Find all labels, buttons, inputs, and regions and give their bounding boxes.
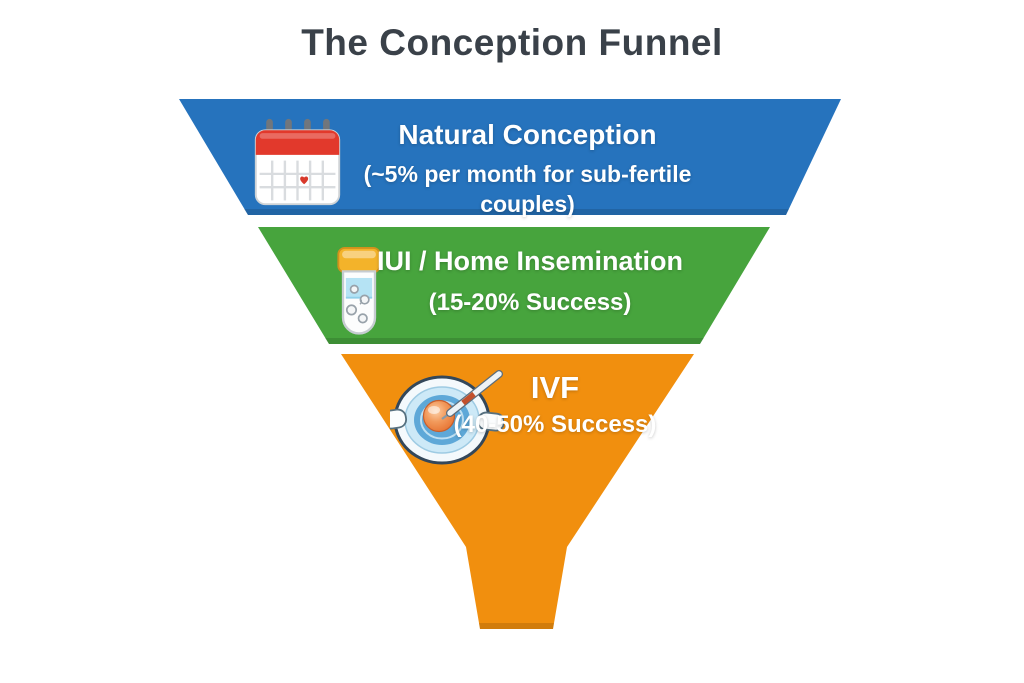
- funnel-tier-natural-conception-shape: [179, 99, 841, 215]
- page-title: The Conception Funnel: [301, 22, 723, 63]
- funnel-tier-iui-shape: [258, 227, 770, 344]
- tier-natural-conception-label: Natural Conception: [398, 119, 657, 150]
- tier-natural-conception-text: Natural Conception (~5% per month for su…: [330, 116, 725, 219]
- tier-ivf-label: IVF: [530, 370, 580, 405]
- tier-natural-conception-sublabel: (~5% per month for sub-fertile couples): [363, 161, 692, 217]
- tier-ivf-sublabel: (40-50% Success): [453, 411, 657, 438]
- tier1-bottom-shade: [244, 209, 789, 215]
- specimen-jar-icon: [337, 246, 381, 335]
- tier-iui-text: IUI / Home Insemination (15-20% Success): [360, 244, 700, 318]
- tier2-bottom-shade: [325, 338, 704, 344]
- calendar-heart-mark: [300, 176, 309, 185]
- tier3-bottom-shade: [479, 623, 554, 629]
- tier-iui-sublabel: (15-20% Success): [428, 289, 632, 316]
- calendar-icon: [254, 118, 341, 206]
- fertilized-egg-icon: [390, 370, 504, 465]
- tier-ivf-text: IVF (40-50% Success): [430, 368, 680, 440]
- tier-iui-label: IUI / Home Insemination: [376, 246, 684, 276]
